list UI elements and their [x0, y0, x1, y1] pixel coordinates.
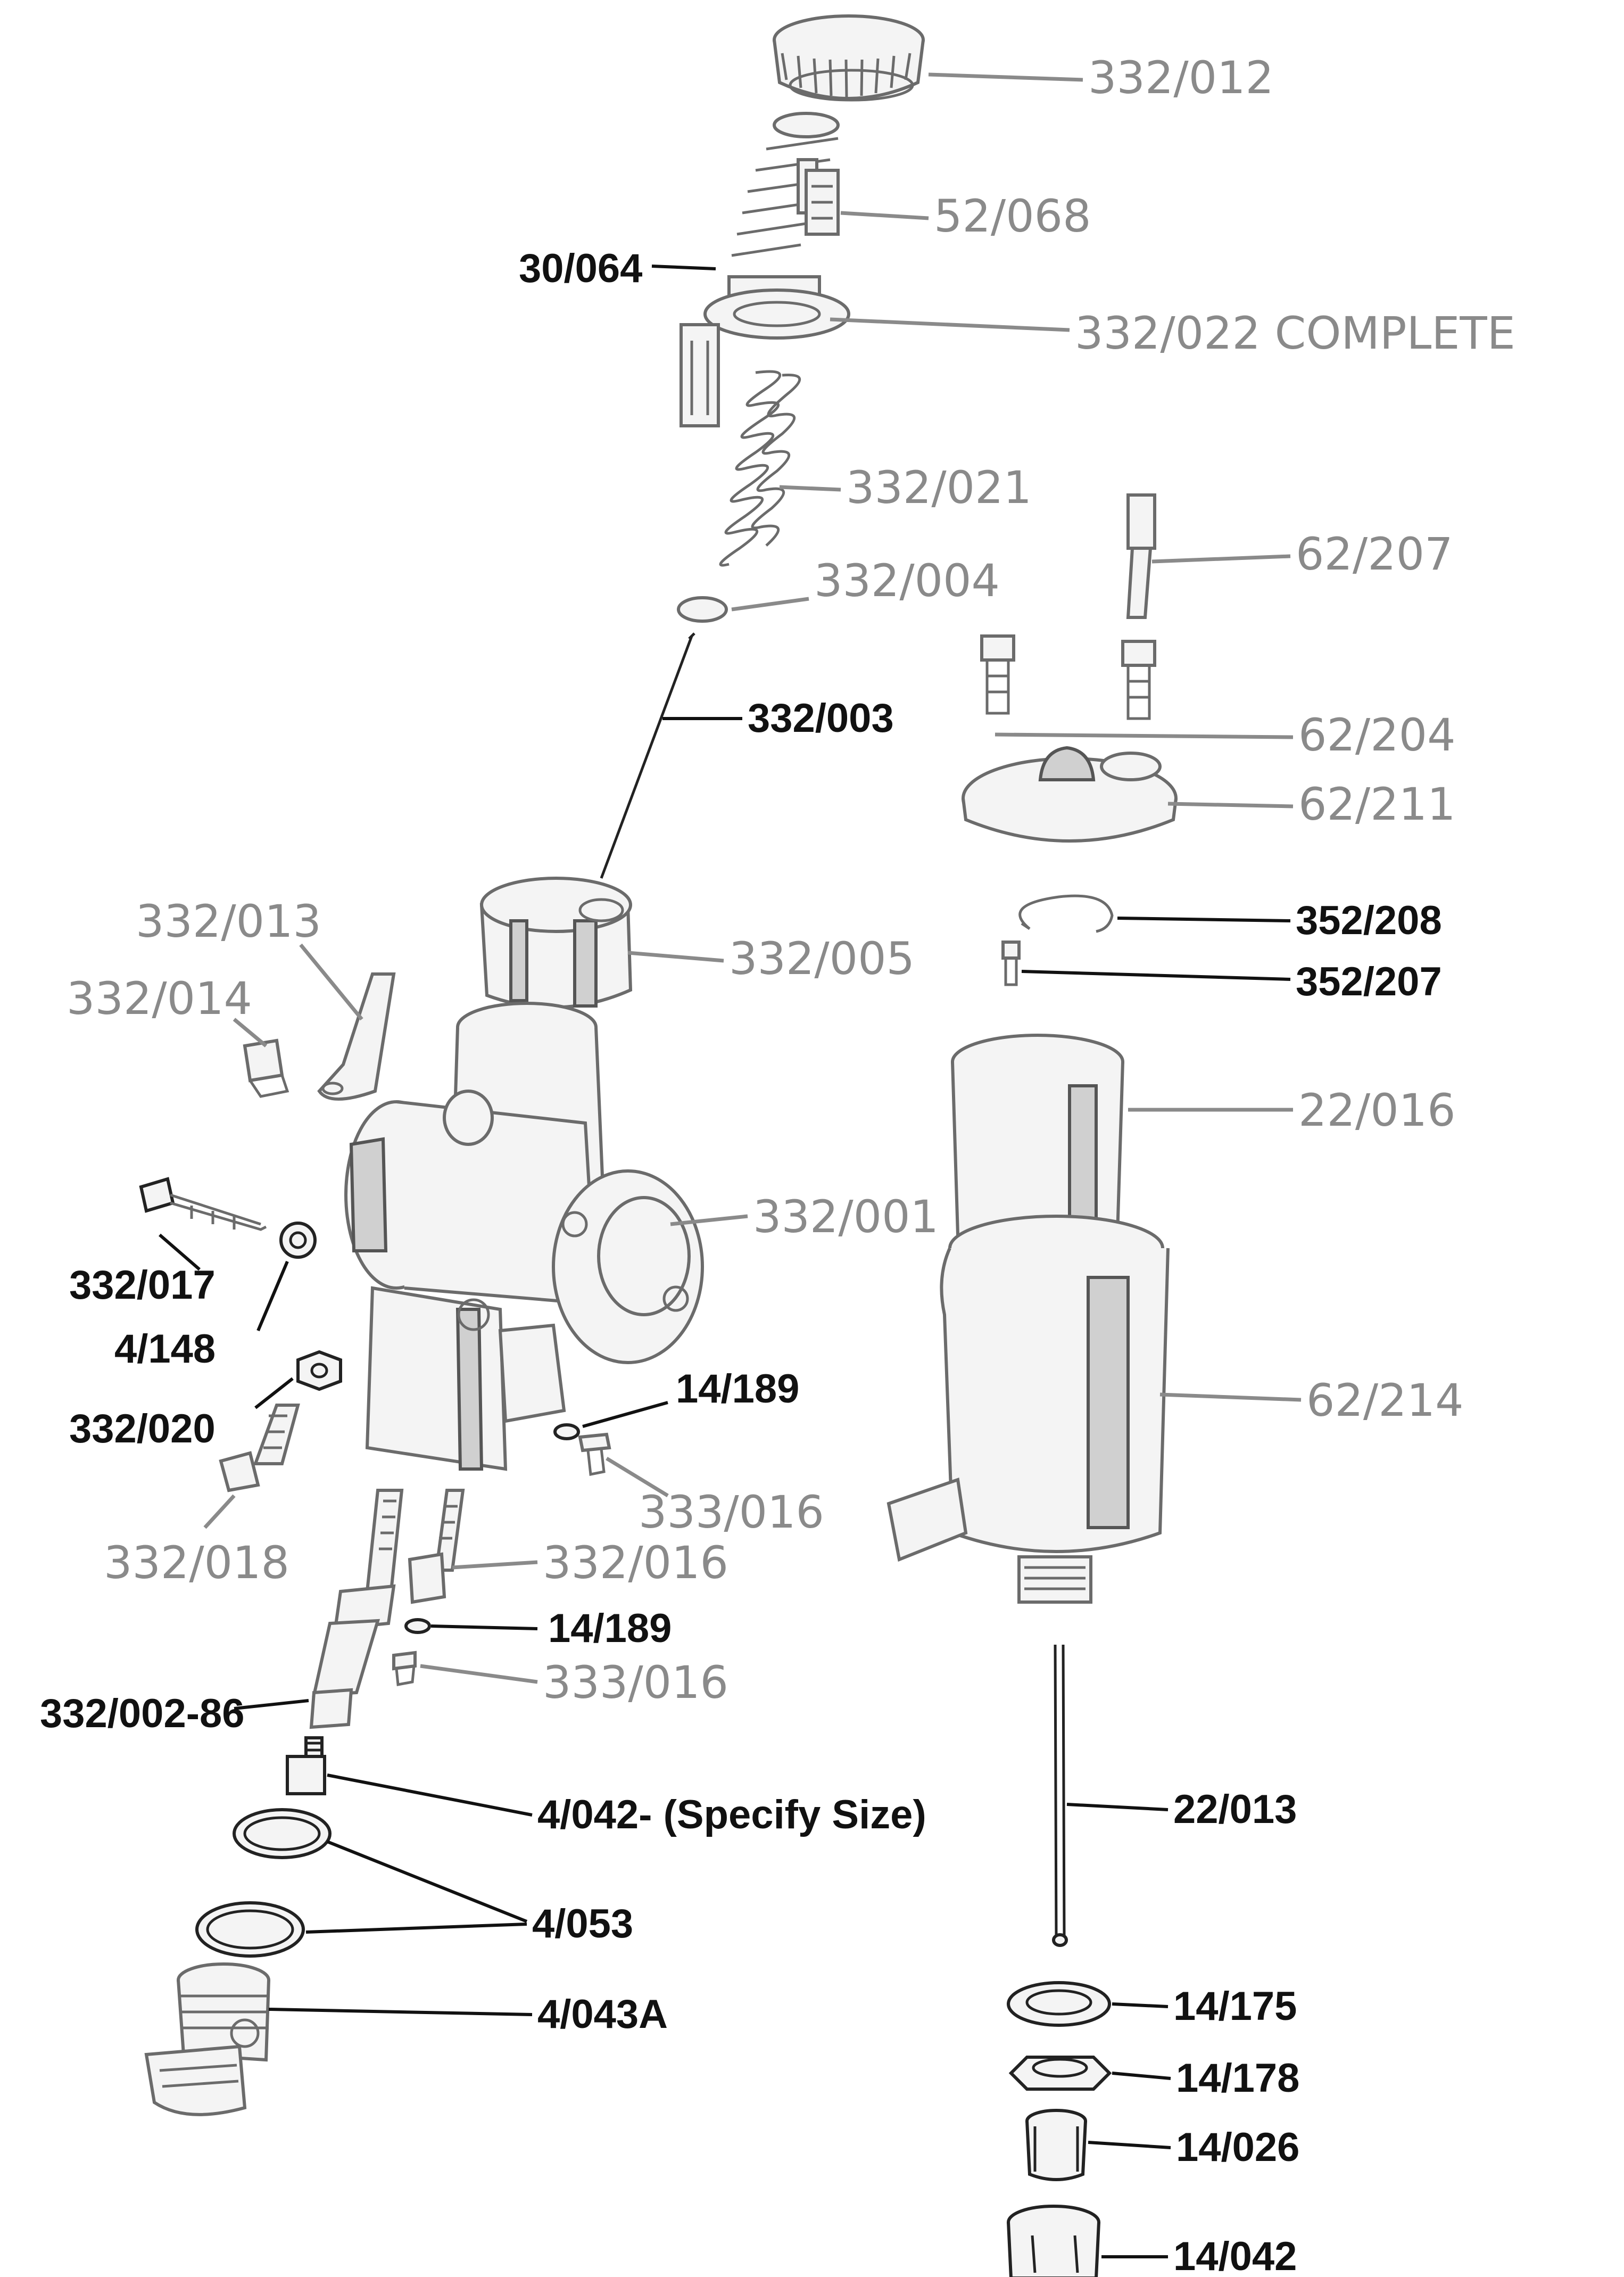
- needle-jet-drawing: [309, 1489, 404, 1729]
- part-label: 14/189: [676, 1366, 799, 1412]
- idle-screw-drawing: [219, 1404, 300, 1492]
- choke-lever-drawing: [243, 972, 396, 1101]
- part-label: 22/013: [1173, 1787, 1297, 1832]
- nut-drawing: [296, 1350, 342, 1391]
- o-ring-lower-inner-drawing: [206, 1909, 294, 1950]
- part-label: 332/012: [1088, 52, 1274, 104]
- washer-drawing: [1007, 1981, 1111, 2027]
- part-label: 30/064: [519, 246, 642, 291]
- adjuster-assembly-drawing: [680, 112, 850, 427]
- small-screw-drawing: [1001, 940, 1021, 986]
- part-label: 62/204: [1298, 709, 1456, 761]
- jet-block-drawing: [144, 1962, 270, 2116]
- part-label: 4/148: [114, 1326, 216, 1372]
- part-label: 333/016: [543, 1656, 728, 1709]
- part-label: 332/005: [729, 933, 915, 985]
- part-label: 332/016: [543, 1537, 728, 1589]
- spring-drawing: [719, 370, 801, 567]
- part-label: 52/068: [934, 190, 1091, 242]
- screw-lower-drawing: [392, 1651, 417, 1686]
- part-label: 332/018: [104, 1537, 289, 1589]
- part-label: 332/021: [846, 461, 1032, 514]
- part-label: 332/002-86: [40, 1691, 245, 1736]
- part-label: 14/042: [1173, 2234, 1297, 2277]
- union-nut-drawing: [1007, 2205, 1100, 2277]
- part-label: 332/017: [69, 1263, 216, 1308]
- part-label: 333/016: [639, 1486, 824, 1538]
- hex-nut-drawing: [1008, 2056, 1112, 2091]
- part-label: 62/211: [1298, 778, 1456, 830]
- clip-drawing: [677, 596, 728, 623]
- part-label: 22/016: [1298, 1084, 1456, 1136]
- throttle-slide-drawing: [479, 877, 633, 1009]
- pin-drawing: [1126, 493, 1156, 619]
- jet-holder-drawing: [286, 1736, 326, 1795]
- spring-clip-drawing: [1018, 894, 1114, 933]
- part-label: 14/175: [1173, 1984, 1297, 2029]
- needle-drawing: [600, 632, 695, 879]
- cover-screws-drawing: [980, 634, 1156, 720]
- part-label: 332/004: [814, 555, 1000, 607]
- main-jet-drawing: [408, 1489, 465, 1604]
- part-drawings: [139, 14, 1178, 2277]
- part-label: 14/178: [1176, 2056, 1299, 2101]
- part-label: 352/207: [1296, 959, 1442, 1004]
- part-label: 332/014: [67, 972, 252, 1025]
- float-drawing: [951, 1034, 1124, 1255]
- screw-upper-drawing: [578, 1432, 611, 1476]
- leader-lines: [159, 72, 1302, 2258]
- o-ring-upper-inner-drawing: [243, 1816, 321, 1851]
- carburettor-body-drawing: [344, 1002, 704, 1471]
- part-label: 332/003: [748, 696, 894, 741]
- part-label: 4/043A: [537, 1992, 668, 2037]
- pilot-screw-drawing: [139, 1177, 317, 1259]
- part-label: 352/208: [1296, 898, 1442, 943]
- part-label: 332/022 COMPLETE: [1075, 307, 1515, 359]
- part-label: 62/214: [1306, 1374, 1464, 1426]
- part-label: 332/013: [136, 895, 321, 947]
- top-cap-drawing: [773, 14, 925, 102]
- float-chamber-drawing: [886, 1215, 1170, 1604]
- part-label: 14/026: [1176, 2125, 1299, 2170]
- fibre-washer-lower-drawing: [404, 1618, 431, 1634]
- part-label: 332/020: [69, 1406, 216, 1451]
- nipple-drawing: [1025, 2109, 1087, 2181]
- rod-drawing: [1052, 1644, 1068, 1947]
- part-label: 4/053: [532, 1901, 633, 1946]
- part-labels: 332/012 52/068 30/064 332/022 COMPLETE 3…: [40, 52, 1515, 2277]
- float-cover-drawing: [962, 746, 1178, 843]
- part-label: 14/189: [548, 1606, 672, 1651]
- part-label: 332/001: [753, 1191, 939, 1243]
- part-label: 4/042- (Specify Size): [537, 1792, 926, 1837]
- fibre-washer-upper-drawing: [553, 1423, 580, 1440]
- part-label: 62/207: [1296, 528, 1453, 580]
